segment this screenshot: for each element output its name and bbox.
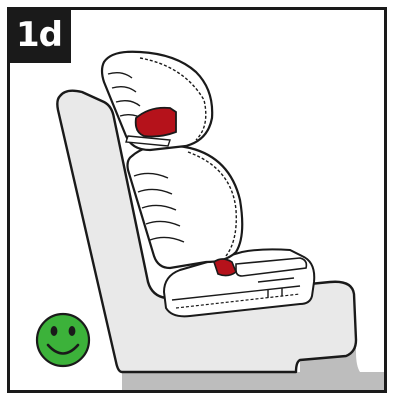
smiley-face-icon: [37, 314, 89, 366]
step-badge: 1d: [7, 7, 71, 63]
